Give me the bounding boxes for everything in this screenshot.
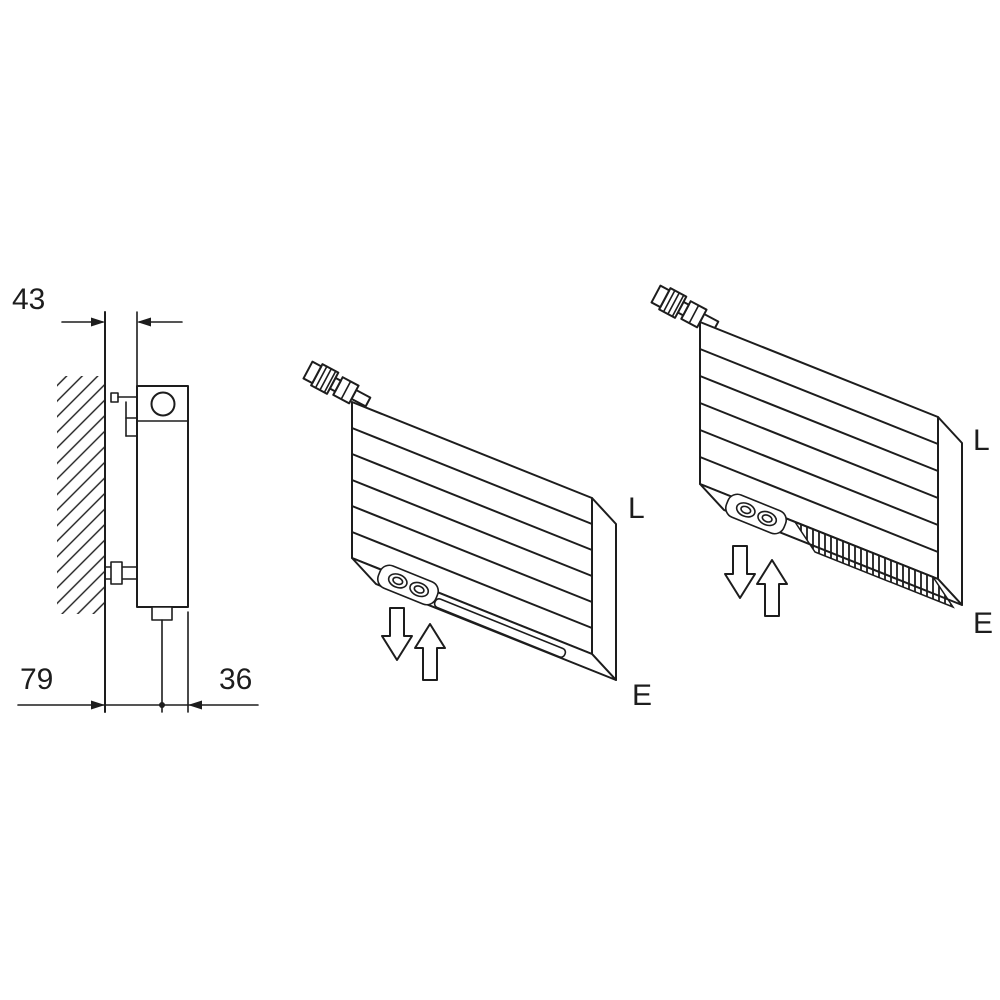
flow-down-arrow-icon	[724, 545, 756, 599]
label-l-single: L	[628, 492, 645, 525]
wall-hatch	[57, 376, 104, 614]
dimension-bottom: 79 36	[17, 611, 259, 713]
dim-bottom-left-label: 79	[20, 663, 53, 696]
radiator-single-panel: L E	[302, 360, 652, 712]
valve-knob-circle	[150, 391, 176, 417]
radiator-double-panel: L E	[650, 284, 993, 640]
dimension-top: 43	[12, 283, 183, 327]
connection-ports	[724, 493, 788, 535]
flow-up-arrow-icon	[414, 623, 446, 681]
label-l-double: L	[973, 424, 990, 457]
convector-fins	[793, 520, 955, 609]
end-face	[591, 497, 617, 681]
dim-point	[159, 702, 165, 708]
label-e-double: E	[973, 607, 993, 640]
thermostatic-valve	[302, 360, 372, 408]
thermostatic-valve	[650, 284, 720, 332]
dim-arrow-left-icon	[137, 317, 151, 327]
dim-top-label: 43	[12, 283, 45, 316]
wall-bracket	[110, 392, 138, 437]
flow-up-arrow-icon	[756, 559, 788, 617]
air-slot	[433, 598, 567, 658]
connection-ports	[376, 564, 440, 606]
dim-arrow-right-icon	[91, 700, 105, 710]
pipe-connection	[104, 561, 138, 585]
dim-arrow-left-icon	[188, 700, 202, 710]
dim-bottom-right-label: 36	[219, 663, 252, 696]
slat-lines	[699, 348, 939, 553]
drain-pipe	[151, 606, 173, 713]
dim-arrow-right-icon	[91, 317, 105, 327]
end-face	[937, 416, 963, 606]
label-e-single: E	[632, 679, 652, 712]
side-view: 43 7	[12, 283, 259, 713]
flow-down-arrow-icon	[381, 607, 413, 661]
radiator-side-profile	[136, 385, 189, 608]
slat-lines	[351, 427, 593, 629]
